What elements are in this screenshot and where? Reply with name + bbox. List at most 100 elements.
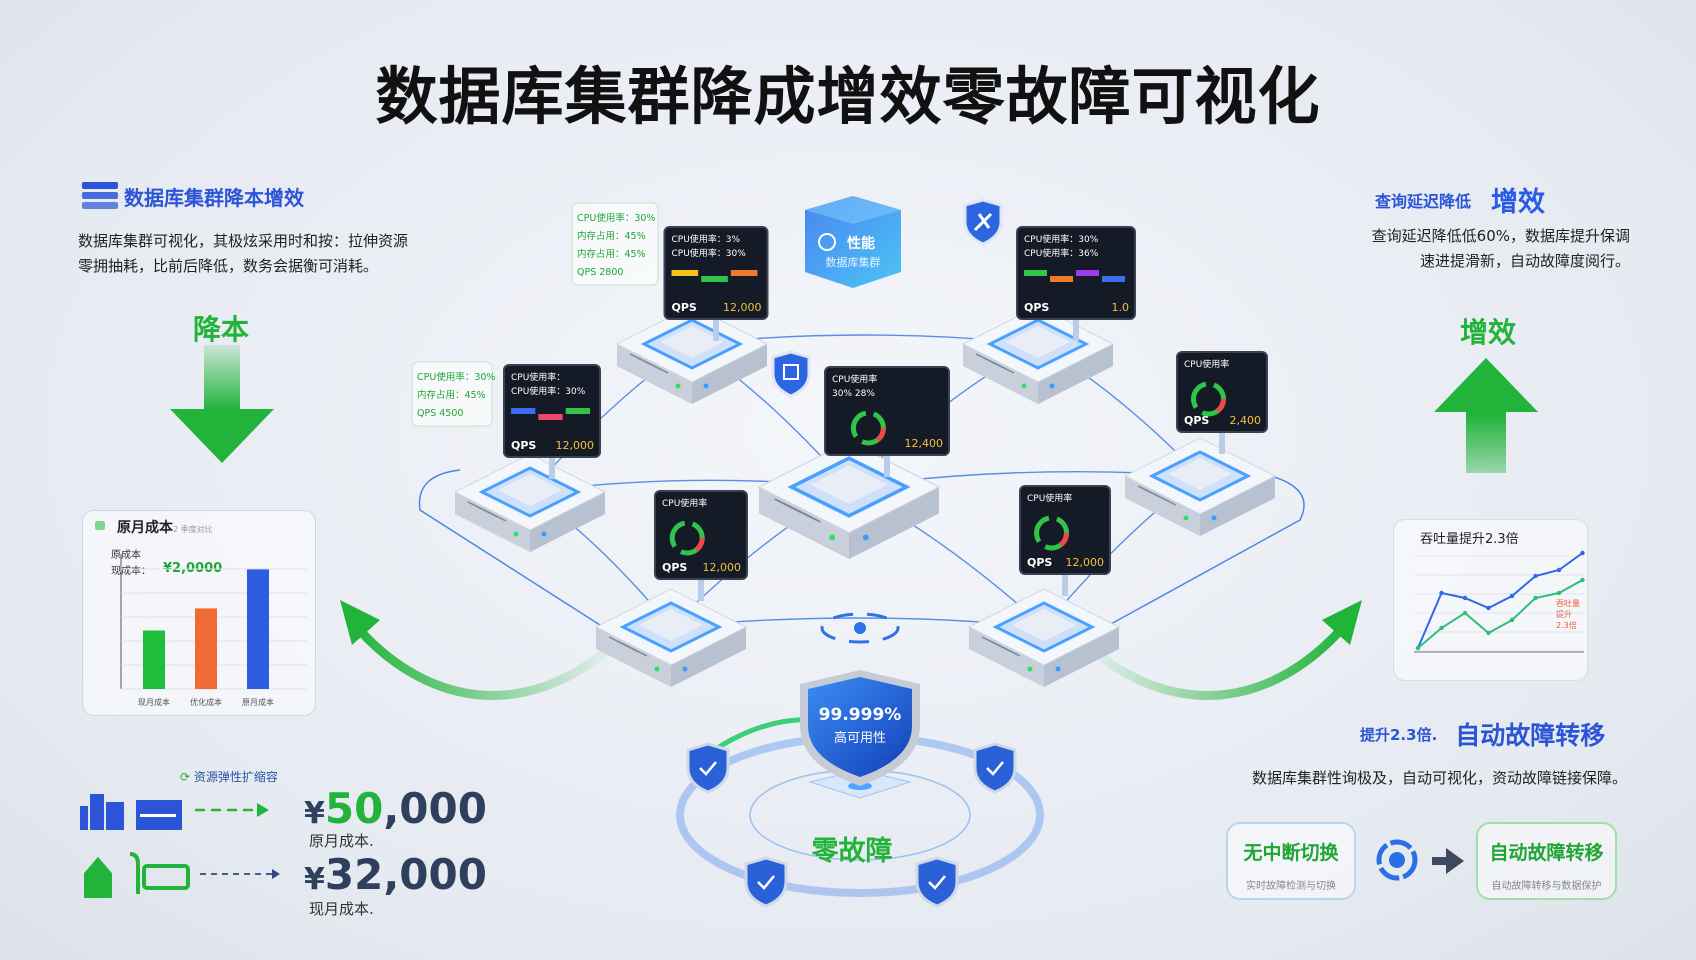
qps-label: QPS — [662, 561, 687, 574]
monitor-metric-text: CPU使用率： — [511, 371, 565, 383]
arrow-right-dashed-icon — [195, 803, 269, 817]
chart-title: 吞吐量提升2.3倍 — [1420, 532, 1519, 547]
cost-after-label: 现月成本. — [309, 900, 374, 918]
usage-bar — [1050, 276, 1073, 282]
cost-after-value: ¥32,000 — [304, 850, 487, 899]
data-point — [1556, 567, 1562, 573]
qps-value: 1.0 — [1112, 301, 1130, 314]
database-server-node[interactable] — [1123, 437, 1277, 536]
monitor-metric-text: CPU使用率：36% — [1024, 247, 1099, 259]
arrow-right-dashed-icon — [200, 869, 280, 879]
paragraph-line: 数据库集群可视化，其极炫采用时和按：拉伸资源 — [78, 232, 409, 250]
side-label-text: QPS 4500 — [417, 408, 463, 419]
data-point — [1509, 617, 1515, 623]
green-loop-right — [1076, 622, 1349, 700]
database-server-node[interactable] — [757, 440, 941, 559]
green-loop-left — [351, 622, 624, 700]
auto-failover-box: 自动故障转移 自动故障转移与数据保护 — [1476, 822, 1617, 900]
monitor-metric-text: CPU使用率：30% — [511, 385, 586, 397]
database-server-node[interactable] — [453, 453, 607, 552]
qps-value: 12,000 — [1066, 556, 1105, 569]
data-point — [1415, 645, 1421, 651]
center-ripple — [820, 612, 900, 644]
qps-value: 12,000 — [703, 561, 742, 574]
database-server-node[interactable] — [961, 305, 1115, 404]
database-server-node[interactable] — [594, 588, 748, 687]
bar-chart: 现月成本优化成本原月成本 — [120, 554, 307, 707]
monitor-metric-text: 30% 28% — [832, 389, 875, 399]
bar — [195, 608, 217, 689]
seamless-switch-box: 无中断切换 实时故障检测与切换 — [1226, 822, 1356, 900]
monitor-metric-text: CPU使用率：30% — [672, 247, 747, 259]
usage-bar — [1024, 270, 1047, 276]
paragraph-line: 速进提滑新，自动故障度阅行。 — [1419, 252, 1630, 270]
chart-legend: 原成本现成本： — [111, 550, 151, 577]
chart-title: 原月成本2 季度对比 — [117, 520, 213, 536]
cost-before-value: ¥50,000 — [304, 784, 487, 833]
arrow-right-icon — [1432, 848, 1464, 874]
availability-value: 99.999% — [819, 705, 902, 725]
right-header: 查询延迟降低 增效 — [1375, 187, 1546, 218]
database-server-node[interactable] — [967, 588, 1121, 687]
arrow-up-icon — [1434, 358, 1538, 473]
cube-sublabel: 数据库集群 — [826, 255, 881, 269]
resource-scaling-label: ⟳ 资源弹性扩缩容 — [180, 770, 278, 784]
paragraph-line: 查询延迟降低低60%，数据库提升保调 — [1371, 227, 1630, 245]
performance-cube: 性能 数据库集群 — [805, 196, 901, 288]
monitor-metric-text: CPU使用率 — [1027, 492, 1072, 504]
right-header-2: 提升2.3倍. 自动故障转移 — [1360, 721, 1606, 750]
data-point — [1580, 577, 1585, 583]
side-label-text: CPU使用率：30% — [577, 212, 655, 224]
side-label-text: 内存占用：45% — [577, 248, 646, 260]
data-point — [1439, 625, 1444, 631]
gauge-icon — [818, 233, 836, 251]
metrics-side-label: CPU使用率：30%内存占用：45%内存占用：45%QPS 2800 — [571, 202, 659, 286]
sync-circle-icon — [1376, 839, 1418, 881]
center-dot — [854, 622, 866, 634]
cube-label: 性能 — [847, 235, 875, 252]
left-paragraph: 数据库集群可视化，其极炫采用时和按：拉伸资源 零拥抽耗，比前后降低，数务会据衡可… — [78, 229, 408, 279]
data-point — [1580, 550, 1585, 556]
gauge-ring — [1191, 381, 1226, 417]
data-point — [1486, 630, 1491, 636]
data-point — [1462, 595, 1468, 601]
bar-label: 原月成本 — [242, 697, 274, 707]
data-point — [1556, 590, 1562, 596]
database-stack-icon — [82, 182, 118, 209]
gauge-ring — [850, 410, 886, 446]
paragraph-line: 零拥抽耗，比前后降低，数务会据衡可消耗。 — [78, 257, 379, 275]
increase-efficiency-label: 增效 — [1460, 316, 1517, 349]
line-chart — [1414, 550, 1585, 653]
side-label-text: CPU使用率：30% — [417, 371, 495, 383]
data-point — [1462, 610, 1468, 616]
green-loop-arrowhead — [1322, 600, 1362, 645]
availability-label: 高可用性 — [834, 730, 886, 746]
qps-label: QPS — [672, 301, 697, 314]
monitor-metric-text: CPU使用率 — [1184, 358, 1229, 370]
left-header-text: 数据库集群降本增效 — [124, 185, 304, 210]
gauge-ring — [669, 520, 705, 556]
page-title: 数据库集群降成增效零故障可视化 — [375, 60, 1321, 133]
reduce-cost-label: 降本 — [193, 313, 250, 346]
usage-bar — [671, 270, 699, 276]
right-paragraph: 查询延迟降低低60%，数据库提升保调 速进提滑新，自动故障度阅行。 — [1355, 224, 1630, 274]
legend-swatch — [95, 521, 105, 530]
qps-value: 2,400 — [1230, 414, 1262, 427]
metrics-monitor-panel[interactable]: CPU使用率 QPS 12,000 — [654, 490, 748, 601]
small-shield-icon — [915, 856, 959, 908]
availability-shield: 99.999% 高可用性 — [800, 670, 920, 799]
zero-fault-label: 零故障 — [811, 835, 893, 867]
monitor-metric-text: CPU使用率 — [662, 497, 707, 509]
qps-value: 12,000 — [723, 301, 762, 314]
database-server-node[interactable] — [615, 305, 769, 404]
data-point — [1509, 593, 1515, 599]
small-shield-icon — [963, 198, 1003, 246]
